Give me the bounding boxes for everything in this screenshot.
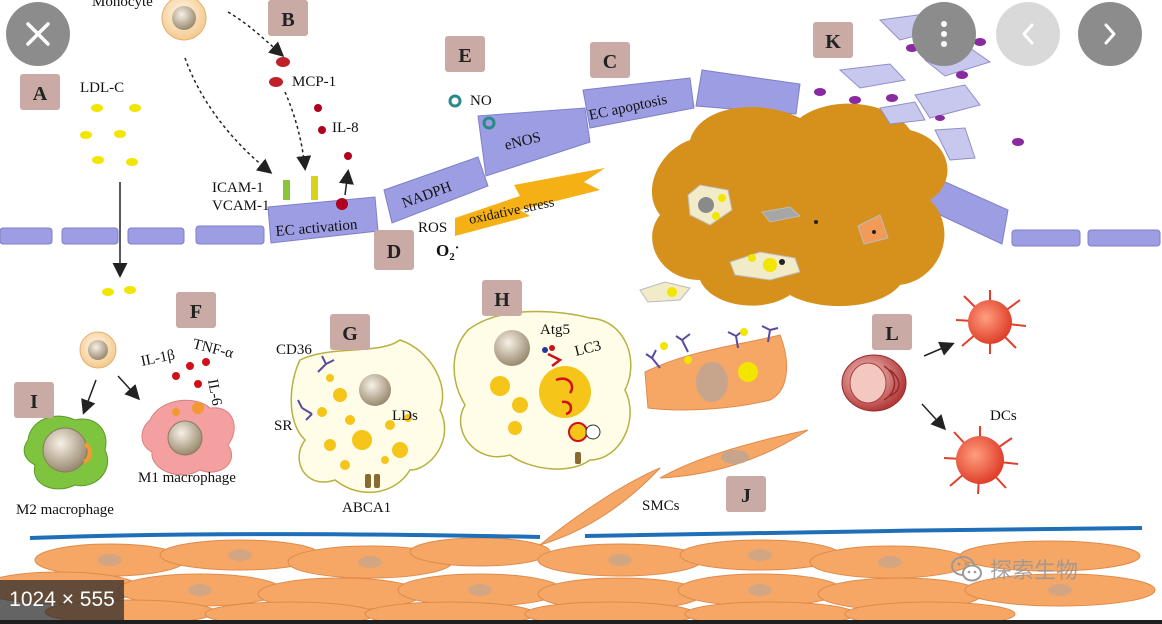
panel-letter-d: D xyxy=(387,241,401,263)
panel-letter-g: G xyxy=(342,323,358,345)
activated-smc xyxy=(644,325,788,411)
close-icon xyxy=(26,22,50,46)
panel-letter-f: F xyxy=(190,301,202,323)
label-m2-macrophage: M2 macrophage xyxy=(16,502,114,518)
label-atg5: Atg5 xyxy=(540,322,570,338)
next-image-button[interactable] xyxy=(1078,2,1142,66)
panel-letter-l: L xyxy=(885,323,898,345)
panel-letter-a: A xyxy=(33,83,48,105)
panel-letter-k: K xyxy=(825,31,841,53)
label-lc3: LC3 xyxy=(573,338,603,360)
label-icam1: ICAM-1 xyxy=(212,180,264,196)
label-dcs: DCs xyxy=(990,408,1017,424)
label-o2: O2· xyxy=(436,241,459,263)
ldl-particles xyxy=(80,104,141,296)
no-molecules xyxy=(448,94,496,130)
image-dimensions-label: 1024 × 555 xyxy=(0,580,124,620)
bottom-bar xyxy=(0,620,1162,624)
previous-image-button[interactable] xyxy=(996,2,1060,66)
label-monocyte: Monocyte xyxy=(92,0,153,10)
panel-letter-j: J xyxy=(741,485,751,507)
label-tnfa: TNF-α xyxy=(191,336,235,362)
dendritic-cells xyxy=(943,290,1027,495)
m1-macrophage xyxy=(141,399,235,476)
close-button[interactable] xyxy=(6,2,70,66)
label-il1b: IL-1β xyxy=(140,347,177,370)
panel-letter-i: I xyxy=(30,391,38,413)
endothelium xyxy=(0,69,1161,247)
arrows xyxy=(81,11,955,431)
panel-label-boxes xyxy=(14,0,912,512)
wechat-icon xyxy=(951,556,982,582)
more-options-button[interactable] xyxy=(912,2,976,66)
foam-cell xyxy=(290,339,446,494)
lymphocyte xyxy=(841,354,907,412)
label-abca1: ABCA1 xyxy=(342,500,391,516)
label-ros: ROS xyxy=(418,220,447,236)
label-mcp1: MCP-1 xyxy=(292,74,336,90)
necrotic-plaque xyxy=(639,103,948,307)
label-sr: SR xyxy=(274,418,292,434)
label-no: NO xyxy=(470,93,492,109)
panel-letter-h: H xyxy=(494,289,510,311)
label-cd36: CD36 xyxy=(276,342,312,358)
watermark: 探索生物 xyxy=(950,552,1078,586)
label-m1-macrophage: M1 macrophage xyxy=(138,470,236,486)
panel-letter-b: B xyxy=(281,9,294,31)
chevron-right-icon xyxy=(1104,23,1116,45)
label-ldl-c: LDL-C xyxy=(80,80,124,96)
label-lds: LDs xyxy=(392,408,418,424)
panel-letter-c: C xyxy=(603,51,617,73)
chevron-left-icon xyxy=(1022,23,1034,45)
monocyte-top xyxy=(161,0,207,41)
cytokines xyxy=(172,358,210,388)
panel-letter-e: E xyxy=(458,45,471,67)
m2-macrophage xyxy=(23,415,109,490)
watermark-text: 探索生物 xyxy=(990,559,1079,584)
autophagy-cell xyxy=(453,310,632,470)
mcp1-il8-molecules xyxy=(269,57,352,210)
more-vertical-icon xyxy=(941,21,947,47)
monocyte-lower xyxy=(79,331,117,369)
oxidative-stress-bolt xyxy=(455,168,605,236)
label-il8: IL-8 xyxy=(332,120,359,136)
label-vcam1: VCAM-1 xyxy=(212,198,270,214)
label-ec-activation: EC activation xyxy=(275,217,359,240)
label-il6: IL-6 xyxy=(204,378,224,408)
label-smcs: SMCs xyxy=(642,498,680,514)
